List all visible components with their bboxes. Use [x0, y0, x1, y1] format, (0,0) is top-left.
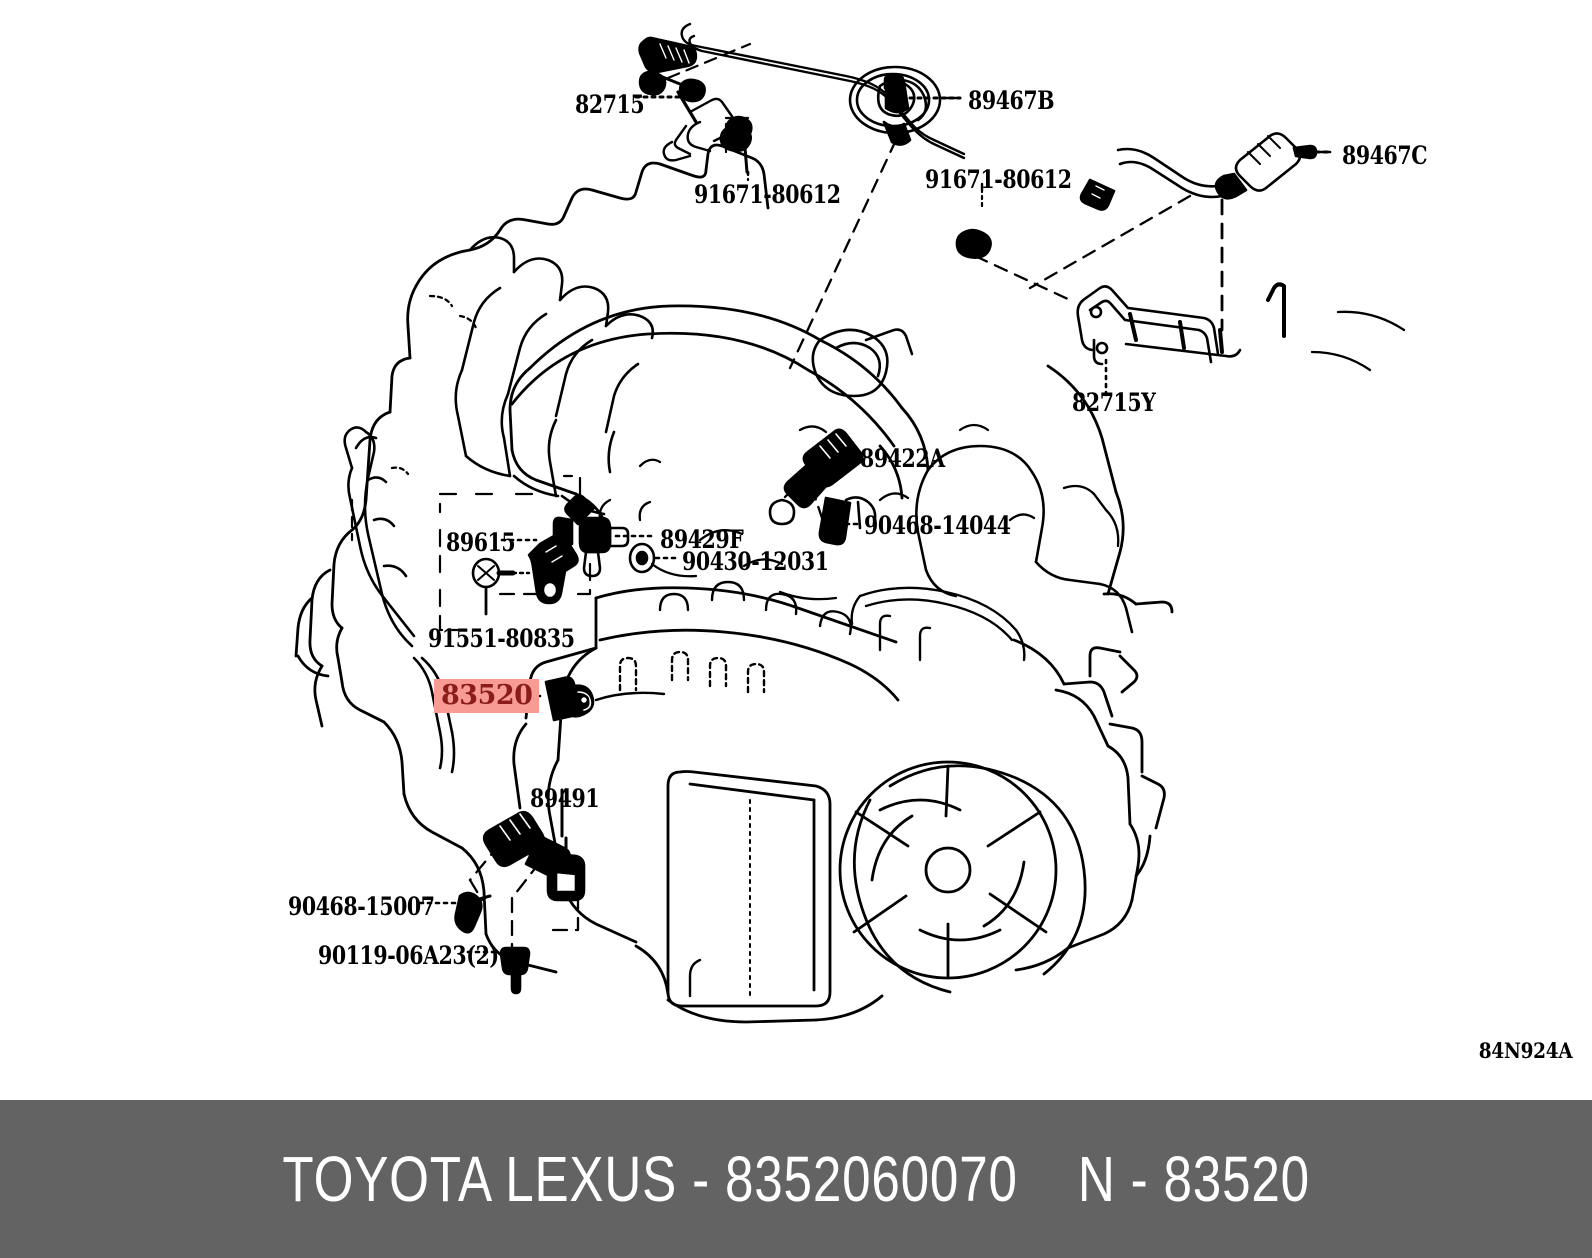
sensor-89615 — [500, 533, 579, 605]
diagram-reference-code: 84N924A — [1478, 1038, 1572, 1063]
part-label-89491: 89491 — [530, 784, 600, 813]
part-label-89467C: 89467C — [1342, 141, 1428, 170]
clip-90468-15007 — [418, 891, 492, 934]
part-label-90430-12031: 90430-12031 — [682, 547, 829, 576]
bracket-82715Y — [1076, 282, 1286, 366]
transaxle-top-detail — [658, 580, 1026, 662]
highlighted-part-label-83520[interactable]: 83520 — [434, 679, 540, 713]
engine-detail-strokes — [390, 294, 1406, 601]
mount-outline-89491 — [468, 842, 580, 954]
part-label-89615: 89615 — [446, 528, 516, 557]
part-label-90119-06A23: 90119-06A23(2) — [318, 941, 499, 970]
footer-part-title: TOYOTA LEXUS - 8352060070 N - 83520 — [282, 1143, 1310, 1215]
sensor-89491 — [482, 788, 586, 902]
parts-diagram-canvas — [294, 22, 1406, 1024]
oil-pan-left — [294, 568, 332, 728]
part-label-91671-80612-right: 91671-80612 — [925, 165, 1072, 194]
part-label-91551-80835: 91551-80835 — [428, 624, 575, 653]
part-label-89429F: 89429F — [660, 525, 744, 554]
part-label-89422A: 89422A — [860, 444, 945, 473]
transaxle-mid-bosses — [594, 650, 766, 702]
part-label-89467B: 89467B — [968, 86, 1055, 115]
washer-90430-12031 — [628, 542, 678, 574]
bolt-90119-06A23 — [466, 946, 531, 995]
clip-90468-14044 — [818, 496, 877, 546]
sensor-89467B — [848, 65, 942, 146]
part-label-82715Y: 82715Y — [1072, 388, 1156, 417]
transaxle-housing — [512, 586, 1166, 1024]
plenum-right-edge — [1046, 364, 1174, 614]
part-label-90468-14044: 90468-14044 — [864, 511, 1011, 540]
plenum-right — [811, 328, 1134, 634]
screw-91551-80835 — [471, 557, 531, 616]
sensor-89422A — [768, 428, 864, 532]
intake-plenum — [508, 304, 930, 534]
part-83520-switch — [508, 676, 595, 722]
bolt-91671-right — [955, 182, 1072, 302]
sensor-89467C — [1079, 132, 1318, 211]
group-box-89615 — [438, 492, 538, 632]
footer-banner: TOYOTA LEXUS - 8352060070 N - 83520 — [0, 1100, 1592, 1258]
dipstick-tube — [343, 426, 456, 774]
part-label-91671-80612-left: 91671-80612 — [694, 180, 841, 209]
part-label-90468-15007: 90468-15007 — [288, 892, 435, 921]
part-label-82715: 82715 — [575, 90, 645, 119]
diagram-line-art — [294, 22, 1406, 1024]
leader-89467B — [788, 138, 898, 370]
intake-manifold — [454, 235, 655, 516]
